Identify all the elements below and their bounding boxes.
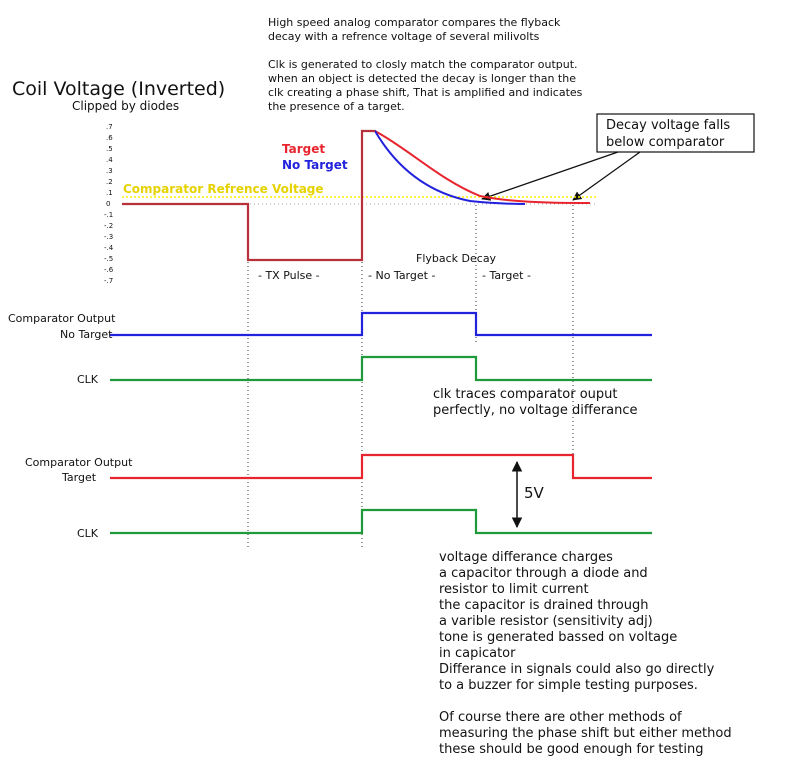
top-note-line: when an object is detected the decay is … bbox=[268, 72, 576, 85]
comp-output-no-target-signal bbox=[110, 311, 652, 337]
timing-markers bbox=[247, 205, 574, 548]
bottom-note-line: these should be good enough for testing bbox=[439, 742, 704, 757]
y-tick-label: .1 bbox=[106, 189, 113, 197]
comp-target-label: Target bbox=[61, 471, 97, 484]
bottom-note-line: a varible resistor (sensitivity adj) bbox=[439, 614, 653, 629]
bottom-note-line: measuring the phase shift but either met… bbox=[439, 726, 732, 741]
comp-output-target-signal bbox=[110, 453, 652, 480]
callout-line: Decay voltage falls bbox=[606, 118, 730, 133]
bottom-note-line: tone is generated bassed on voltage bbox=[439, 630, 677, 645]
clk-label: CLK bbox=[77, 527, 99, 540]
legend-target: Target bbox=[282, 142, 325, 156]
y-tick-label: .2 bbox=[106, 178, 113, 186]
coil-waveform-shared bbox=[122, 129, 375, 262]
chart-subtitle: Clipped by diodes bbox=[72, 99, 179, 113]
comp-no-target-label: Comparator Output bbox=[8, 312, 116, 325]
bottom-note: voltage differance charges a capacitor t… bbox=[439, 550, 732, 757]
y-tick-label: .5 bbox=[106, 145, 113, 153]
top-note-line: Clk is generated to closly match the com… bbox=[268, 58, 578, 71]
y-tick-label: .6 bbox=[106, 134, 113, 142]
y-tick-label: .4 bbox=[106, 156, 113, 164]
bottom-note-line: resistor to limit current bbox=[439, 582, 589, 597]
y-tick-label: .3 bbox=[106, 167, 113, 175]
bottom-note-line: to a buzzer for simple testing purposes. bbox=[439, 678, 698, 693]
callout-arrow bbox=[481, 151, 619, 201]
flyback-decay-label: Flyback Decay bbox=[416, 252, 497, 265]
top-note: High speed analog comparator compares th… bbox=[268, 16, 583, 113]
y-tick-label: 0 bbox=[106, 200, 110, 208]
target-phase-label: - Target - bbox=[482, 269, 531, 282]
top-note-line: the presence of a target. bbox=[268, 100, 405, 113]
bottom-note-line: in capicator bbox=[439, 646, 516, 661]
bottom-note-line: Of course there are other methods of bbox=[439, 710, 682, 725]
top-note-line: clk creating a phase shift, That is ampl… bbox=[268, 86, 583, 99]
y-tick-label: -.7 bbox=[104, 277, 113, 285]
legend-no-target: No Target bbox=[282, 158, 348, 172]
chart-title: Coil Voltage (Inverted) bbox=[12, 78, 225, 100]
clk-label: CLK bbox=[77, 373, 99, 386]
callout-box bbox=[596, 113, 755, 153]
clk-signal bbox=[110, 508, 652, 535]
y-tick-label: -.5 bbox=[104, 255, 113, 263]
clk-note-line: perfectly, no voltage differance bbox=[433, 403, 638, 418]
y-tick-label: -.1 bbox=[104, 211, 113, 219]
y-tick-label: -.2 bbox=[104, 222, 113, 230]
bottom-note-line: a capacitor through a diode and bbox=[439, 566, 648, 581]
bottom-note-line: Differance in signals could also go dire… bbox=[439, 662, 715, 677]
callout-arrow bbox=[572, 151, 641, 201]
y-tick-label: .7 bbox=[106, 123, 113, 131]
comp-target-label: Comparator Output bbox=[25, 456, 133, 469]
callout-line: below comparator bbox=[606, 135, 725, 150]
bottom-note-line: the capacitor is drained through bbox=[439, 598, 648, 613]
tx-pulse-label: - TX Pulse - bbox=[258, 269, 320, 282]
y-axis: .7 .6 .5 .4 .3 .2 .1 0 -.1 -.2 -.3 -.4 -… bbox=[104, 123, 114, 285]
y-tick-label: -.4 bbox=[104, 244, 114, 252]
comp-no-target-label: No Target bbox=[60, 328, 113, 341]
top-note-line: High speed analog comparator compares th… bbox=[268, 16, 561, 29]
voltage-label: 5V bbox=[524, 484, 545, 502]
clk-note-line: clk traces comparator ouput bbox=[433, 387, 617, 402]
clk-signal bbox=[110, 355, 652, 382]
comparator-reference-label: Comparator Refrence Voltage bbox=[123, 182, 324, 196]
no-target-phase-label: - No Target - bbox=[368, 269, 435, 282]
y-tick-label: -.3 bbox=[104, 233, 113, 241]
top-note-line: decay with a refrence voltage of several… bbox=[268, 30, 540, 43]
bottom-note-line: voltage differance charges bbox=[439, 550, 613, 565]
y-tick-label: -.6 bbox=[104, 266, 114, 274]
